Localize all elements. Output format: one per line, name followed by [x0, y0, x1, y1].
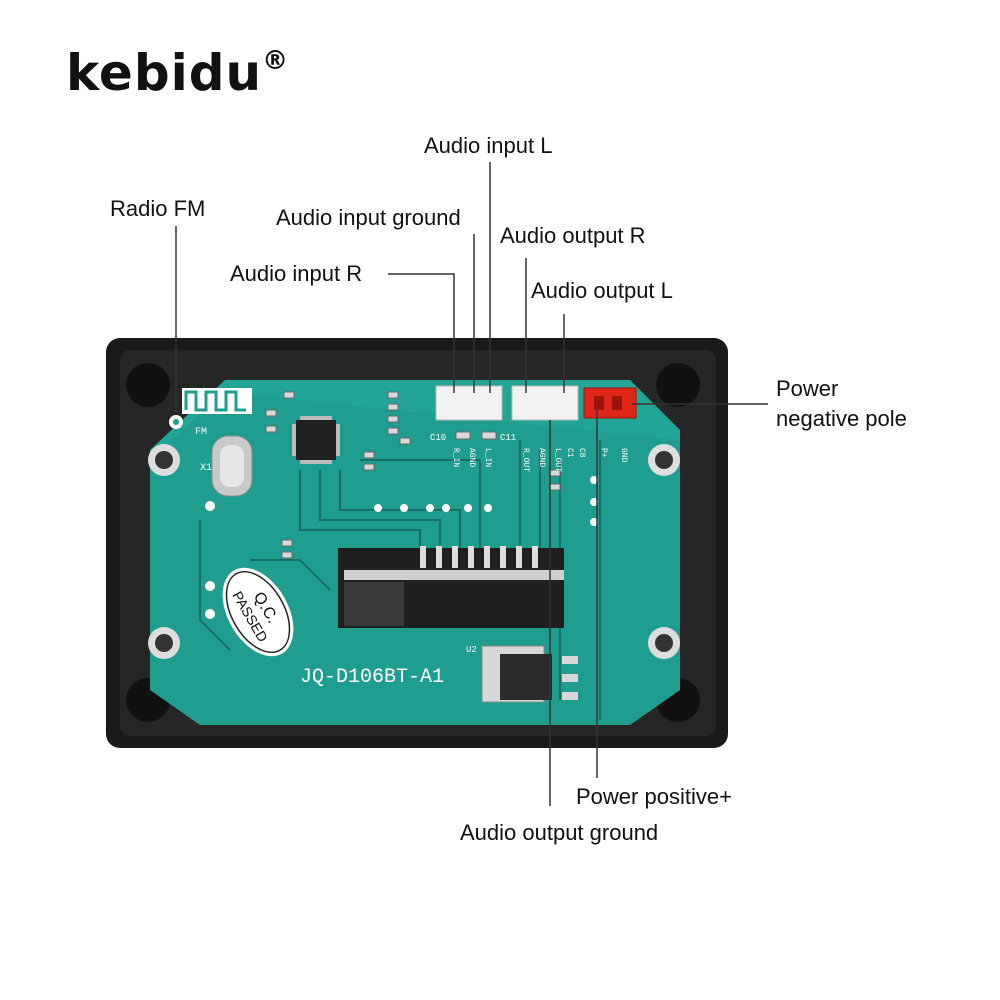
silk-pin-label: C8 — [577, 448, 586, 458]
callout-lines — [175, 162, 768, 806]
crystal-top — [220, 445, 244, 487]
silk-pin-label: GND — [619, 448, 628, 463]
display-socket — [344, 582, 404, 626]
label-audio-input-r: Audio input R — [230, 261, 363, 286]
label-radio-fm: Radio FM — [110, 196, 206, 221]
silk-pin-label: R_OUT — [521, 448, 530, 472]
power-connector — [583, 387, 637, 419]
silk-fm: FM — [195, 427, 207, 438]
silk-pin-label: P+ — [599, 448, 608, 458]
mounting-screws — [148, 444, 680, 659]
registered-mark: ® — [262, 46, 290, 76]
silk-c11: C11 — [500, 433, 516, 443]
silk-pin-label: C1 — [565, 448, 574, 458]
silk-c10: C10 — [430, 433, 446, 443]
ic-chip — [296, 420, 336, 460]
regulator-pin — [562, 656, 578, 664]
label-audio-input-ground: Audio input ground — [276, 205, 461, 230]
smd-components — [265, 391, 561, 559]
brand-logo: kebidu® — [66, 44, 289, 102]
silk-pin-label: AGND — [537, 448, 546, 467]
regulator-body — [500, 654, 552, 700]
power-connector-slot — [612, 396, 622, 410]
corner-post — [126, 363, 170, 407]
display-strip — [344, 570, 564, 580]
silk-pin-label: L_IN — [483, 448, 492, 467]
label-audio-output-ground: Audio output ground — [460, 820, 659, 845]
silk-pin-label: R_IN — [451, 448, 460, 467]
audio-output-connector — [511, 385, 579, 421]
label-power-negative-line1: Power — [776, 376, 839, 401]
silk-pin-label: L_OUT — [553, 448, 562, 472]
label-power-negative-pole: Power negative pole — [776, 374, 907, 434]
label-power-positive: Power positive+ — [576, 784, 732, 809]
label-power-negative-line2: negative pole — [776, 406, 907, 431]
pcb-vias — [205, 476, 598, 619]
regulator-pin — [562, 674, 578, 682]
corner-post — [656, 363, 700, 407]
board-model: JQ-D106BT-A1 — [300, 666, 444, 689]
silk-u2: U2 — [466, 645, 477, 655]
qc-passed-stamp: Q.C. PASSED — [222, 567, 294, 657]
label-audio-input-l: Audio input L — [424, 133, 553, 158]
brand-name: kebidu — [66, 44, 263, 102]
regulator-pin — [562, 692, 578, 700]
silk-pin-label: AGND — [467, 448, 476, 467]
callout-audio-input-r — [388, 273, 455, 393]
antenna-trace — [184, 390, 246, 412]
audio-input-connector — [435, 385, 503, 421]
fm-antenna-hole-center — [173, 419, 179, 425]
display-pins — [420, 546, 538, 568]
ic-pins — [292, 416, 340, 464]
silk-x1: X1 — [200, 463, 212, 474]
label-audio-output-l: Audio output L — [531, 278, 673, 303]
power-connector-slot — [594, 396, 604, 410]
label-audio-output-r: Audio output R — [500, 223, 646, 248]
